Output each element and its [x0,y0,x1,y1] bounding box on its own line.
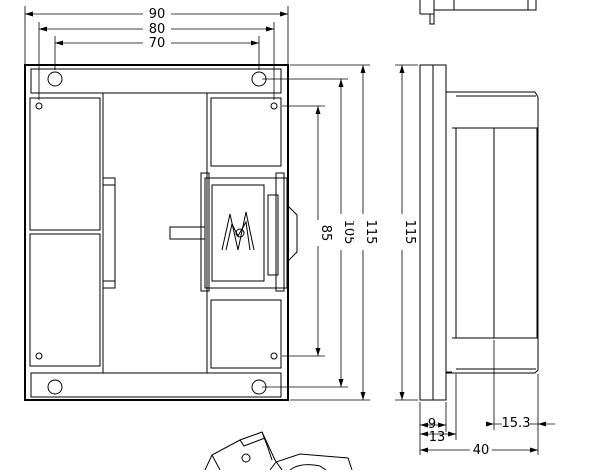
bottom-rail [30,372,282,398]
front-view: 90 80 70 [24,6,378,401]
pin-hole-top-right [270,102,278,110]
right-upper-compartment [210,97,282,167]
dim-label-115-side: 115 [402,220,417,245]
dim-label-15-3: 15.3 [502,416,531,431]
dim-label-9: 9 [428,417,436,432]
side-front-cover [455,127,538,339]
left-clip [102,177,116,289]
mounting-hole-bottom-left [47,379,63,395]
right-lower-compartment [210,299,282,369]
pin-hole-top-left [35,102,43,110]
isometric-view-fragment [204,431,353,471]
dim-label-85: 85 [318,225,333,242]
top-dimensions: 90 80 70 [24,6,289,100]
pin-hole-bottom-left [35,352,43,360]
dim-label-13: 13 [429,430,446,445]
top-partial-view [419,0,537,25]
side-body [446,91,539,374]
dim-label-40: 40 [473,443,490,458]
side-view: 115 9 13 15.3 [393,0,555,458]
mounting-hole-top-left [47,71,63,87]
right-dimensions: 85 105 115 [262,64,378,401]
left-lower-compartment [29,233,101,367]
left-upper-compartment [29,97,101,231]
side-bottom-dimensions: 9 13 15.3 40 [419,340,555,458]
dim-label-90: 90 [149,7,166,22]
dim-label-70: 70 [149,36,166,51]
pin-hole-bottom-right [270,352,278,360]
front-outer-frame [24,64,289,401]
dim-label-80: 80 [149,22,166,37]
switch-mechanism [169,172,298,292]
top-rail [30,68,282,94]
side-height-dimension: 115 [393,64,418,401]
dim-label-105: 105 [341,220,356,245]
dim-label-115-front: 115 [363,220,378,245]
